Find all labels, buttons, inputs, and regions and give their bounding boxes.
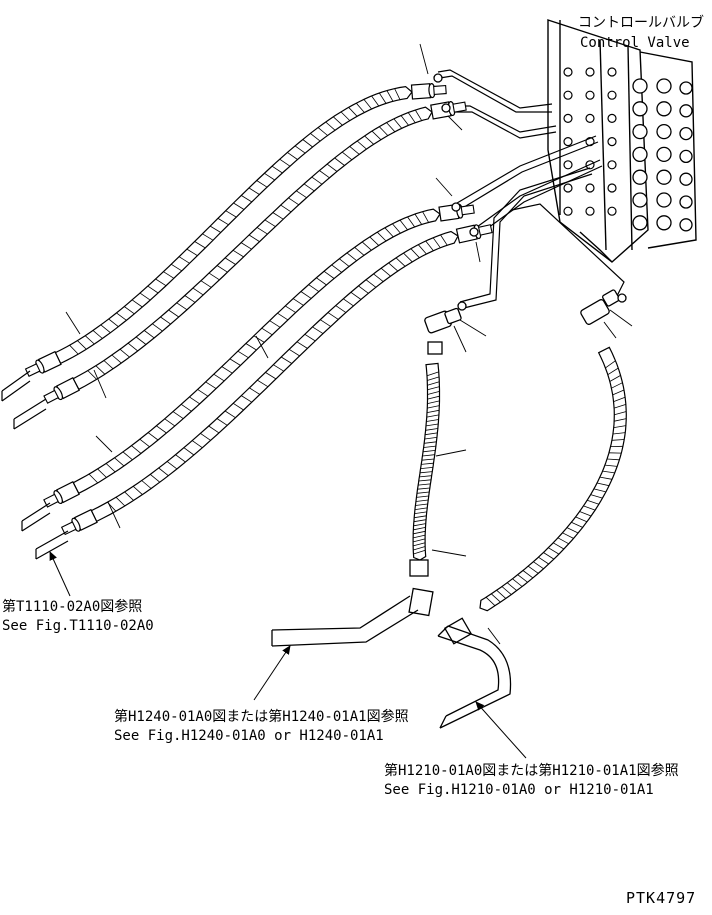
valve-spool-icon bbox=[633, 147, 647, 161]
valve-port-icon bbox=[608, 114, 616, 122]
valve-port-icon bbox=[608, 138, 616, 146]
hose-fitting-end bbox=[412, 83, 447, 99]
valve-spool-icon bbox=[657, 193, 671, 207]
valve-port-icon bbox=[564, 161, 572, 169]
control-valve-label-jp: コントロールバルブ bbox=[578, 14, 704, 31]
valve-cap-icon bbox=[680, 128, 692, 140]
valve-spool-icon bbox=[657, 216, 671, 230]
valve-spool-icon bbox=[633, 102, 647, 116]
valve-port-icon bbox=[586, 184, 594, 192]
valve-spool-icon bbox=[633, 79, 647, 93]
pipe-stubs bbox=[2, 371, 68, 559]
valve-spool-icon bbox=[633, 216, 647, 230]
valve-port-icon bbox=[586, 207, 594, 215]
hose-fitting-start bbox=[43, 482, 80, 510]
valve-cap-icon bbox=[680, 150, 692, 162]
ref-h1240-label-en: See Fig.H1240-01A0 or H1240-01A1 bbox=[114, 728, 384, 744]
valve-port-icon bbox=[608, 91, 616, 99]
valve-spool-icon bbox=[657, 102, 671, 116]
valve-spool-icon bbox=[657, 125, 671, 139]
hoses bbox=[2, 83, 626, 611]
control-valve-label-en: Control Valve bbox=[580, 35, 690, 51]
valve-port-icon bbox=[608, 68, 616, 76]
valve-port-icon bbox=[564, 207, 572, 215]
valve-port-icon bbox=[564, 184, 572, 192]
valve-port-icon bbox=[586, 91, 594, 99]
valve-port-icon bbox=[608, 161, 616, 169]
hose-fitting-start bbox=[60, 510, 97, 537]
valve-cap-icon bbox=[680, 196, 692, 208]
valve-cap-icon bbox=[680, 105, 692, 117]
valve-port-icon bbox=[564, 68, 572, 76]
ref-h1210-label-en: See Fig.H1210-01A0 or H1210-01A1 bbox=[384, 782, 654, 798]
valve-port-icon bbox=[564, 114, 572, 122]
valve-port-icon bbox=[564, 138, 572, 146]
hose-3 bbox=[43, 202, 475, 509]
ref-h1240-label-jp: 第H1240-01A0図または第H1240-01A1図参照 bbox=[114, 708, 409, 725]
ref-h1210-label-jp: 第H1210-01A0図または第H1210-01A1図参照 bbox=[384, 762, 679, 779]
hose-fitting-start bbox=[24, 352, 61, 379]
valve-spool-icon bbox=[633, 125, 647, 139]
valve-port-icon bbox=[586, 114, 594, 122]
ref-t1110-label-en: See Fig.T1110-02A0 bbox=[2, 618, 154, 634]
ref-t1110-label-jp: 第T1110-02A0図参照 bbox=[2, 598, 142, 615]
hose-6 bbox=[480, 347, 626, 610]
drawing-number: PTK4797 bbox=[626, 889, 696, 907]
valve-spool-icon bbox=[633, 170, 647, 184]
valve-port-icon bbox=[586, 68, 594, 76]
valve-cap-icon bbox=[680, 173, 692, 185]
valve-cap-icon bbox=[680, 219, 692, 231]
valve-spool-icon bbox=[657, 147, 671, 161]
valve-port-icon bbox=[564, 91, 572, 99]
valve-spool-icon bbox=[657, 170, 671, 184]
hose-fitting-start bbox=[43, 378, 80, 406]
valve-spool-icon bbox=[633, 193, 647, 207]
hose-2 bbox=[43, 99, 467, 406]
valve-port-icon bbox=[608, 207, 616, 215]
valve-spool-icon bbox=[657, 79, 671, 93]
valve-cap-icon bbox=[680, 82, 692, 94]
hose-5 bbox=[413, 363, 439, 560]
control-valve bbox=[548, 20, 696, 262]
valve-port-icon bbox=[608, 184, 616, 192]
